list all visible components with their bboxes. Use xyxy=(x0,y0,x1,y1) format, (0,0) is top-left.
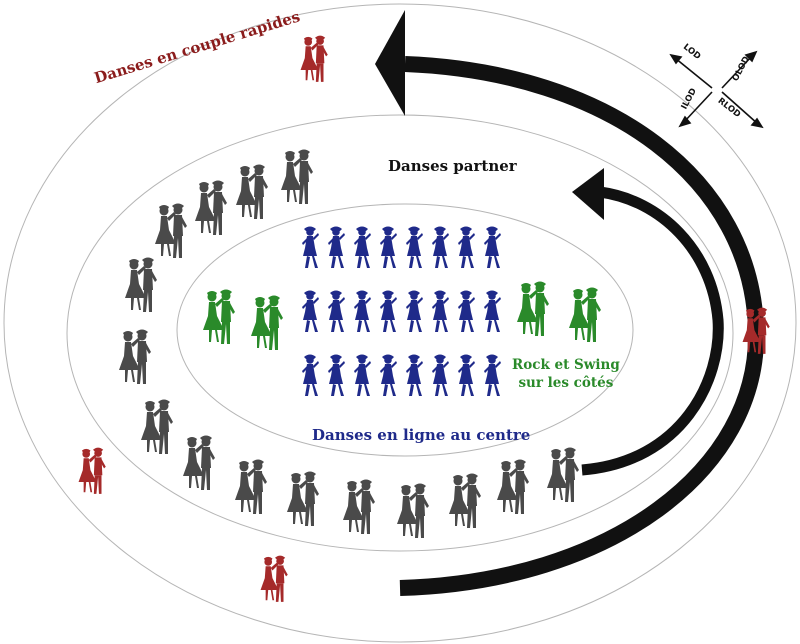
line-dancer-icon xyxy=(458,354,475,396)
dancing-couple-icon xyxy=(119,329,151,384)
middle-ring-label: Danses partner xyxy=(388,157,517,175)
inner-flow-arrowhead xyxy=(572,168,604,220)
line-dancer-icon xyxy=(354,354,371,396)
dancing-couple-icon xyxy=(203,289,235,344)
dancing-couple-icon xyxy=(300,35,328,82)
line-dancer-icon xyxy=(302,354,319,396)
outer-ring xyxy=(3,3,797,643)
rock-swing-couples xyxy=(203,281,601,350)
dancing-couple-icon xyxy=(569,287,601,342)
line-dancer-icon xyxy=(302,290,319,332)
dancing-couple-icon xyxy=(397,483,429,538)
line-dancer-icon xyxy=(380,354,397,396)
line-dancer-icon xyxy=(432,226,449,268)
dancing-couple-icon xyxy=(141,399,173,454)
line-dancer-icon xyxy=(328,354,345,396)
dancing-couple-icon xyxy=(547,447,579,502)
line-dancer-icon xyxy=(302,226,319,268)
dancing-couple-icon xyxy=(236,164,268,219)
line-dancer-icon xyxy=(406,226,423,268)
dancing-couple-icon xyxy=(281,149,313,204)
inner-flow-arrow xyxy=(581,186,724,476)
line-dancer-icon xyxy=(380,226,397,268)
line-dancer-icon xyxy=(484,226,501,268)
line-dancer-icon xyxy=(328,290,345,332)
outer-flow-arrowhead xyxy=(375,10,405,116)
dancing-couple-icon xyxy=(195,180,227,235)
dancing-couple-icon xyxy=(125,257,157,312)
middle-ring xyxy=(66,114,734,552)
sides-label: Rock et Swing sur les côtés xyxy=(512,356,620,392)
dancing-couple-icon xyxy=(260,555,288,602)
line-dancer-icon xyxy=(354,226,371,268)
dancing-couple-icon xyxy=(155,203,187,258)
line-dancer-icon xyxy=(406,290,423,332)
center-label: Danses en ligne au centre xyxy=(312,426,531,444)
dancing-couple-icon xyxy=(251,295,283,350)
dancing-couple-icon xyxy=(287,471,319,526)
dancing-couple-icon xyxy=(78,447,106,494)
fast-couples xyxy=(78,35,770,602)
line-dancer-icon xyxy=(432,290,449,332)
dancing-couple-icon xyxy=(235,459,267,514)
line-dancers xyxy=(302,226,501,396)
line-dancer-icon xyxy=(328,226,345,268)
line-dancer-icon xyxy=(432,354,449,396)
dancing-couple-icon xyxy=(343,479,375,534)
line-dancer-icon xyxy=(406,354,423,396)
outer-flow-arrow xyxy=(399,56,765,596)
line-dancer-icon xyxy=(484,354,501,396)
line-dancer-icon xyxy=(380,290,397,332)
line-dancer-icon xyxy=(458,226,475,268)
inner-ring xyxy=(176,203,634,457)
sides-label-line2: sur les côtés xyxy=(518,375,614,391)
line-dancer-icon xyxy=(354,290,371,332)
dancing-couple-icon xyxy=(517,281,549,336)
line-dancer-icon xyxy=(458,290,475,332)
dancing-couple-icon xyxy=(183,435,215,490)
dancing-couple-icon xyxy=(449,473,481,528)
line-dancer-icon xyxy=(484,290,501,332)
dancing-couple-icon xyxy=(497,459,529,514)
direction-compass xyxy=(669,50,764,129)
sides-label-line1: Rock et Swing xyxy=(512,357,620,373)
